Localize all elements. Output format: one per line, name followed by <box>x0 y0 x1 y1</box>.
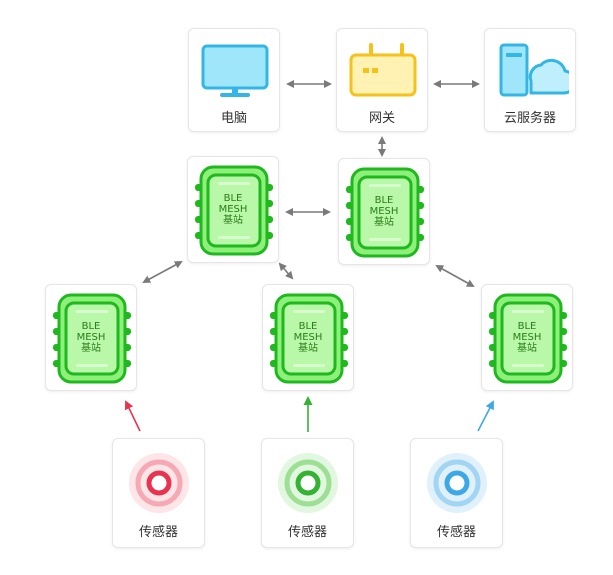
computer-node: 电脑 <box>188 28 280 132</box>
base-station-card-1: BLE MESH 基站 <box>187 156 279 263</box>
base-station-card-2: BLE MESH 基站 <box>338 158 430 265</box>
base-station-card-5: BLE MESH 基站 <box>481 284 573 391</box>
sensor-card-1: 传感器 <box>112 438 205 548</box>
computer-label: 电脑 <box>220 111 247 126</box>
mesh-chip-icon <box>489 293 567 384</box>
sensor-target-icon <box>129 453 189 513</box>
router-icon <box>349 43 417 97</box>
mesh-chip-icon <box>195 165 273 256</box>
link-station2-station5 <box>435 265 475 287</box>
base-station-text: BLE MESH 基站 <box>369 195 399 228</box>
base-station-text: BLE MESH 基站 <box>512 321 542 354</box>
mesh-chip-icon <box>270 293 348 384</box>
link-station1-station3 <box>142 261 183 283</box>
sensor-target-icon <box>278 453 338 513</box>
link-sensor3-station5 <box>477 400 494 432</box>
gateway-node: 网关 <box>336 28 428 132</box>
sensor-card-3: 传感器 <box>410 438 503 548</box>
link-sensor1-station3 <box>124 400 141 432</box>
mesh-chip-icon <box>346 167 424 258</box>
sensor-card-2: 传感器 <box>261 438 354 548</box>
sensor-label: 传感器 <box>287 525 327 540</box>
sensor-label: 传感器 <box>436 525 476 540</box>
base-station-card-3: BLE MESH 基站 <box>45 284 137 391</box>
gateway-label: 网关 <box>368 111 395 126</box>
sensor-label: 传感器 <box>138 525 178 540</box>
mesh-chip-icon <box>53 293 131 384</box>
monitor-icon <box>201 44 269 97</box>
cloud-server-icon <box>499 43 569 97</box>
base-station-text: BLE MESH 基站 <box>218 193 248 226</box>
sensor-target-icon <box>427 453 487 513</box>
cloud-server-node: 云服务器 <box>484 28 576 132</box>
cloud-server-label: 云服务器 <box>503 111 556 126</box>
link-station1-station4 <box>278 262 294 280</box>
base-station-text: BLE MESH 基站 <box>293 321 323 354</box>
base-station-card-4: BLE MESH 基站 <box>262 284 354 391</box>
base-station-text: BLE MESH 基站 <box>76 321 106 354</box>
